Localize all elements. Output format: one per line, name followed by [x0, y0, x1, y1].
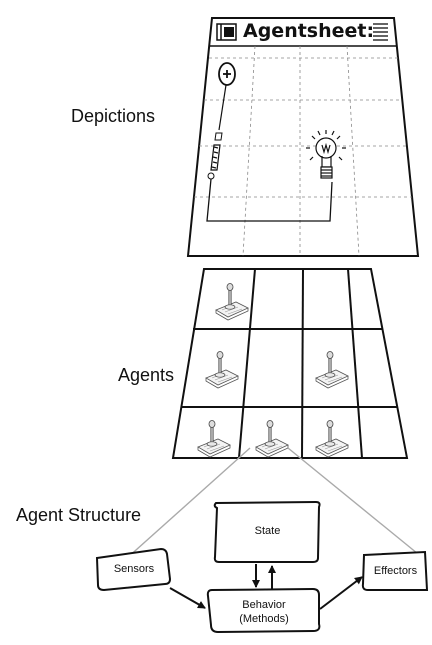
agents-label: Agents: [118, 365, 175, 385]
zoom-lines: [125, 447, 424, 560]
effectors-label: Effectors: [373, 565, 418, 577]
agents-grid: [171, 268, 409, 459]
depictions-label: Depictions: [71, 106, 156, 126]
battery-icon: [207, 62, 236, 180]
behavior-label-line1: Behavior: [242, 599, 286, 611]
sheet-title: Agentsheet:: [243, 20, 375, 42]
effectors-box: [361, 550, 429, 591]
behavior-label-line2: (Methods): [239, 613, 289, 625]
depictions-sheet: [186, 17, 420, 257]
state-box: [213, 500, 321, 563]
circuit-wire: [206, 178, 333, 222]
title-stripes: [373, 23, 388, 41]
state-label: State: [254, 525, 281, 537]
behavior-label: Behavior (Methods): [210, 598, 318, 626]
lightbulb-icon: [306, 130, 346, 179]
agent-structure-label: Agent Structure: [16, 505, 142, 525]
structure-arrows: [169, 564, 363, 610]
window-icon: [216, 23, 237, 41]
sensors-label: Sensors: [113, 563, 155, 575]
behavior-box: [206, 587, 321, 634]
agent-structure: [95, 500, 429, 634]
sensors-box: [95, 547, 172, 592]
